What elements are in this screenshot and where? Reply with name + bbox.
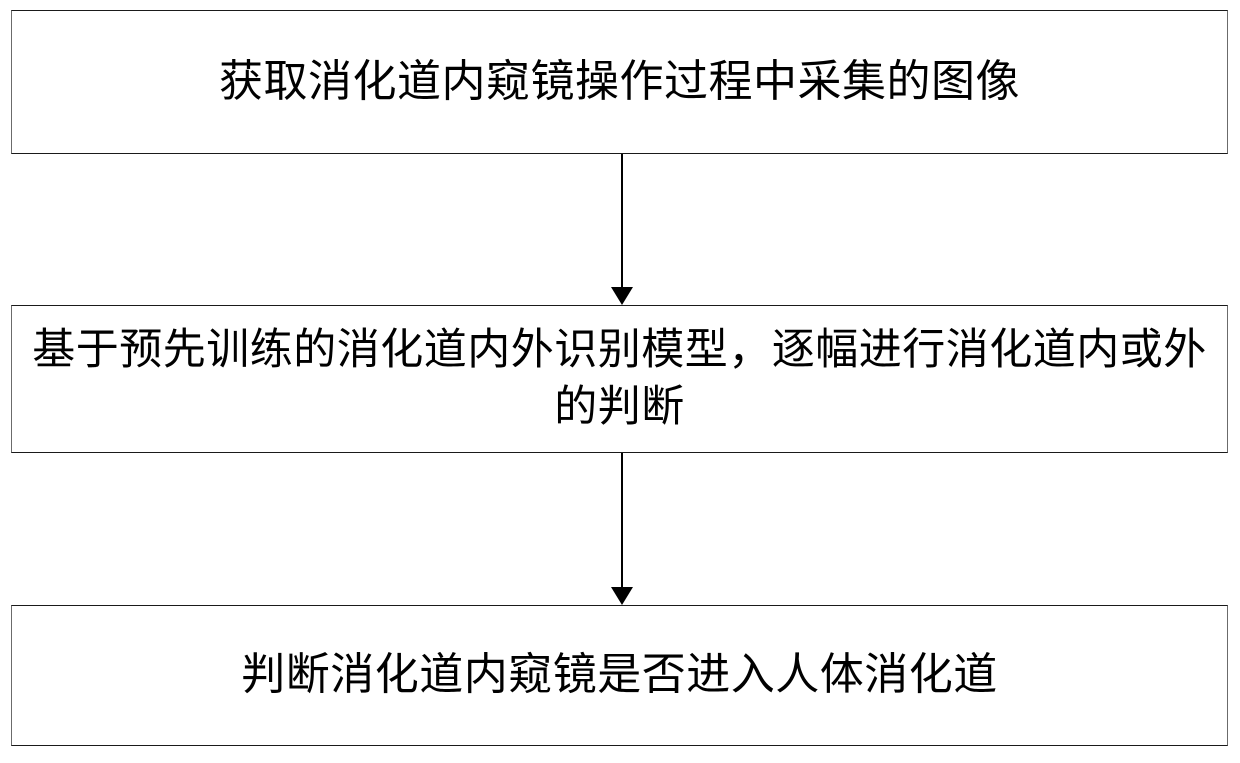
process-box-decide-entry: 判断消化道内窥镜是否进入人体消化道 — [11, 605, 1228, 746]
arrow-acquire-to-classify — [611, 154, 633, 305]
process-box-acquire-image-label: 获取消化道内窥镜操作过程中采集的图像 — [219, 55, 1020, 107]
process-box-acquire-image: 获取消化道内窥镜操作过程中采集的图像 — [11, 10, 1228, 154]
arrow-classify-to-decide — [611, 453, 633, 605]
process-box-classify-model-label: 基于预先训练的消化道内外识别模型，逐幅进行消化道内或外的判断 — [32, 325, 1207, 432]
process-box-decide-entry-label: 判断消化道内窥镜是否进入人体消化道 — [241, 649, 998, 701]
process-box-classify-model: 基于预先训练的消化道内外识别模型，逐幅进行消化道内或外的判断 — [11, 305, 1228, 453]
